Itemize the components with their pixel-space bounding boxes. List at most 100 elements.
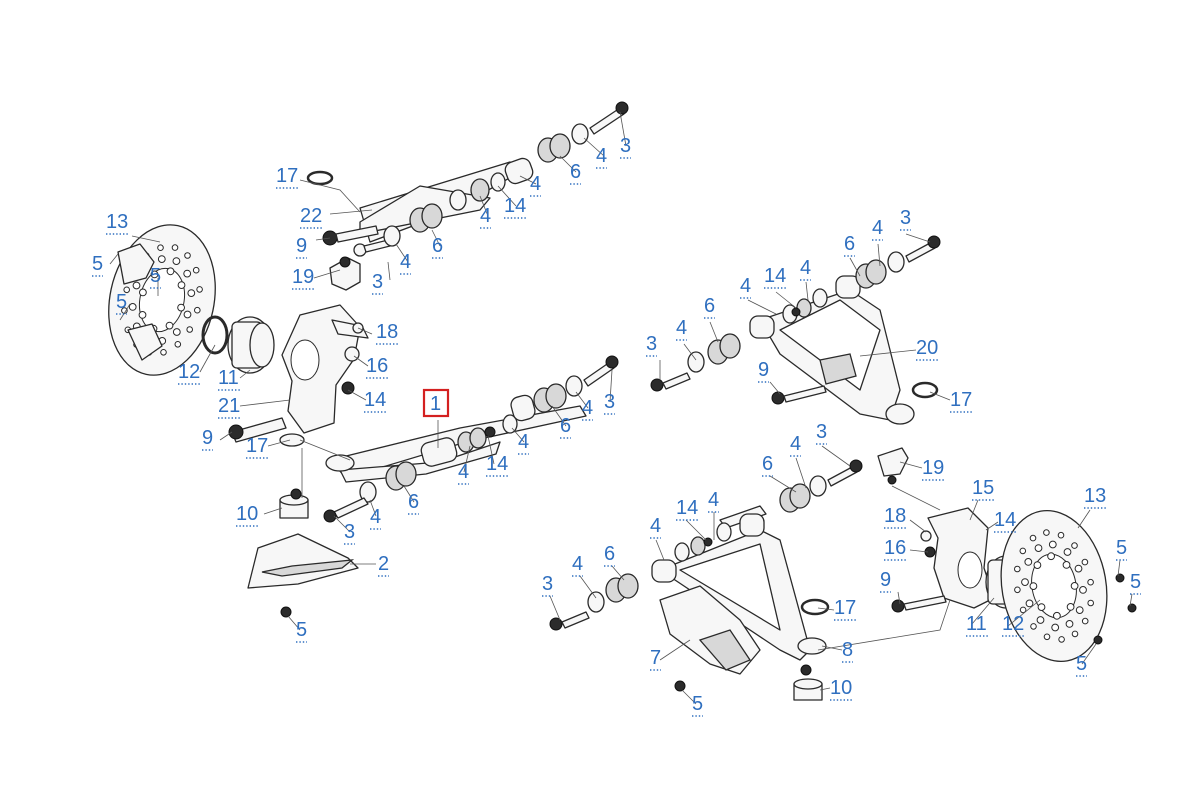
leader-line: [583, 137, 605, 157]
disc-vent-hole: [1075, 606, 1084, 614]
callout-4-mid-d: 4: [582, 397, 593, 421]
callout-10-left: 10: [236, 503, 258, 527]
callout-7: 7: [650, 647, 661, 671]
callout-1: 1: [422, 388, 450, 418]
disc-vent-hole: [1048, 540, 1057, 549]
disc-vent-hole: [1036, 616, 1045, 624]
callout-8: 8: [842, 639, 853, 663]
leader-line: [821, 445, 851, 467]
callout-number: 14: [676, 497, 698, 519]
callout-number: 17: [950, 389, 972, 411]
leader-line: [909, 519, 927, 533]
disc-vent-hole: [1043, 529, 1050, 536]
disc-vent-hole: [183, 269, 192, 278]
callout-number: 12: [1002, 613, 1024, 635]
callout-number: 4: [400, 251, 411, 273]
callout-4-top-d: 4: [596, 145, 607, 169]
callout-number: 13: [106, 211, 128, 233]
callout-number: 5: [1130, 571, 1141, 593]
callout-6-mid-a: 6: [408, 491, 419, 515]
leader-line: [969, 499, 979, 521]
disc-vent-hole: [177, 281, 186, 290]
callout-number: 3: [620, 135, 631, 157]
leader-line: [579, 575, 597, 599]
leader-line: [683, 343, 697, 361]
callout-3-rl-a: 3: [816, 421, 827, 445]
callout-4-rl-a: 4: [790, 433, 801, 457]
disc-vent-hole: [123, 286, 130, 294]
callout-15: 15: [972, 477, 994, 501]
leader-line: [747, 299, 777, 315]
leader-line: [549, 595, 561, 621]
callout-number: 5: [1116, 537, 1127, 559]
callout-number: 5: [692, 693, 703, 715]
callout-16-left: 16: [366, 355, 388, 379]
lower-a-arm-right: [549, 459, 863, 701]
callout-16-right: 16: [884, 537, 906, 561]
disc-vent-hole: [160, 349, 167, 356]
leader-line: [329, 209, 373, 215]
disc-vent-hole: [177, 303, 186, 312]
leader-line: [659, 639, 691, 661]
callout-number: 4: [458, 461, 469, 483]
disc-vent-hole: [1065, 620, 1074, 628]
leader-line: [263, 507, 283, 515]
callout-4-ru-c: 4: [800, 257, 811, 281]
callout-3-rl-b: 3: [542, 573, 553, 597]
leader-line: [333, 515, 351, 533]
callout-17-left: 17: [246, 435, 268, 459]
disc-vent-hole: [1047, 552, 1055, 561]
callout-4-ru-d: 4: [872, 217, 883, 241]
callout-number: 2: [378, 553, 389, 575]
leader-line: [877, 243, 881, 267]
callout-11-right: 11: [966, 613, 988, 637]
callout-number: 6: [570, 161, 581, 183]
callout-19-left: 19: [292, 266, 314, 290]
leader-line: [611, 565, 625, 581]
lower-a-arm-left: [323, 355, 619, 523]
leader-line: [905, 233, 931, 243]
callout-number: 4: [650, 515, 661, 537]
callout-number: 3: [344, 521, 355, 543]
callout-number: 4: [872, 217, 883, 239]
disc-vent-hole: [165, 321, 174, 330]
ball-joint-right: [877, 447, 909, 485]
leader-line: [463, 445, 471, 473]
leader-line: [817, 607, 835, 611]
callout-number: 4: [480, 205, 491, 227]
callout-number: 6: [604, 543, 615, 565]
callout-number: 4: [596, 145, 607, 167]
leader-line: [219, 431, 233, 441]
callout-3-top-a: 3: [372, 271, 383, 295]
upper-a-arm-right: [650, 235, 941, 425]
callout-number: 4: [572, 553, 583, 575]
callout-13-right: 13: [1084, 485, 1106, 509]
callout-2: 2: [378, 553, 389, 577]
leader-line: [511, 427, 525, 443]
callout-number: 6: [762, 453, 773, 475]
disc-vent-hole: [187, 289, 196, 298]
callout-number: 3: [900, 207, 911, 229]
leader-line: [709, 321, 719, 343]
callout-number: 6: [408, 491, 419, 513]
callout-19-right: 19: [922, 457, 944, 481]
callout-5-left-c: 5: [116, 291, 127, 315]
leader-line: [199, 344, 216, 373]
callout-number: 14: [504, 195, 526, 217]
leader-line: [899, 461, 923, 469]
callout-9-left: 9: [202, 427, 213, 451]
disc-vent-hole: [184, 252, 191, 259]
callout-3-ru-b: 3: [900, 207, 911, 231]
callout-number: 8: [842, 639, 853, 661]
disc-vent-hole: [1051, 623, 1060, 632]
callout-number: 11: [218, 367, 239, 389]
disc-vent-hole: [138, 311, 147, 319]
leader-line: [299, 439, 351, 461]
callout-14-ru: 14: [764, 265, 786, 289]
disc-vent-hole: [1071, 630, 1079, 638]
disc-vent-hole: [172, 257, 181, 266]
callout-number: 9: [202, 427, 213, 449]
callout-number: 10: [830, 677, 852, 699]
callout-number: 16: [366, 355, 388, 377]
callout-number: 17: [246, 435, 268, 457]
